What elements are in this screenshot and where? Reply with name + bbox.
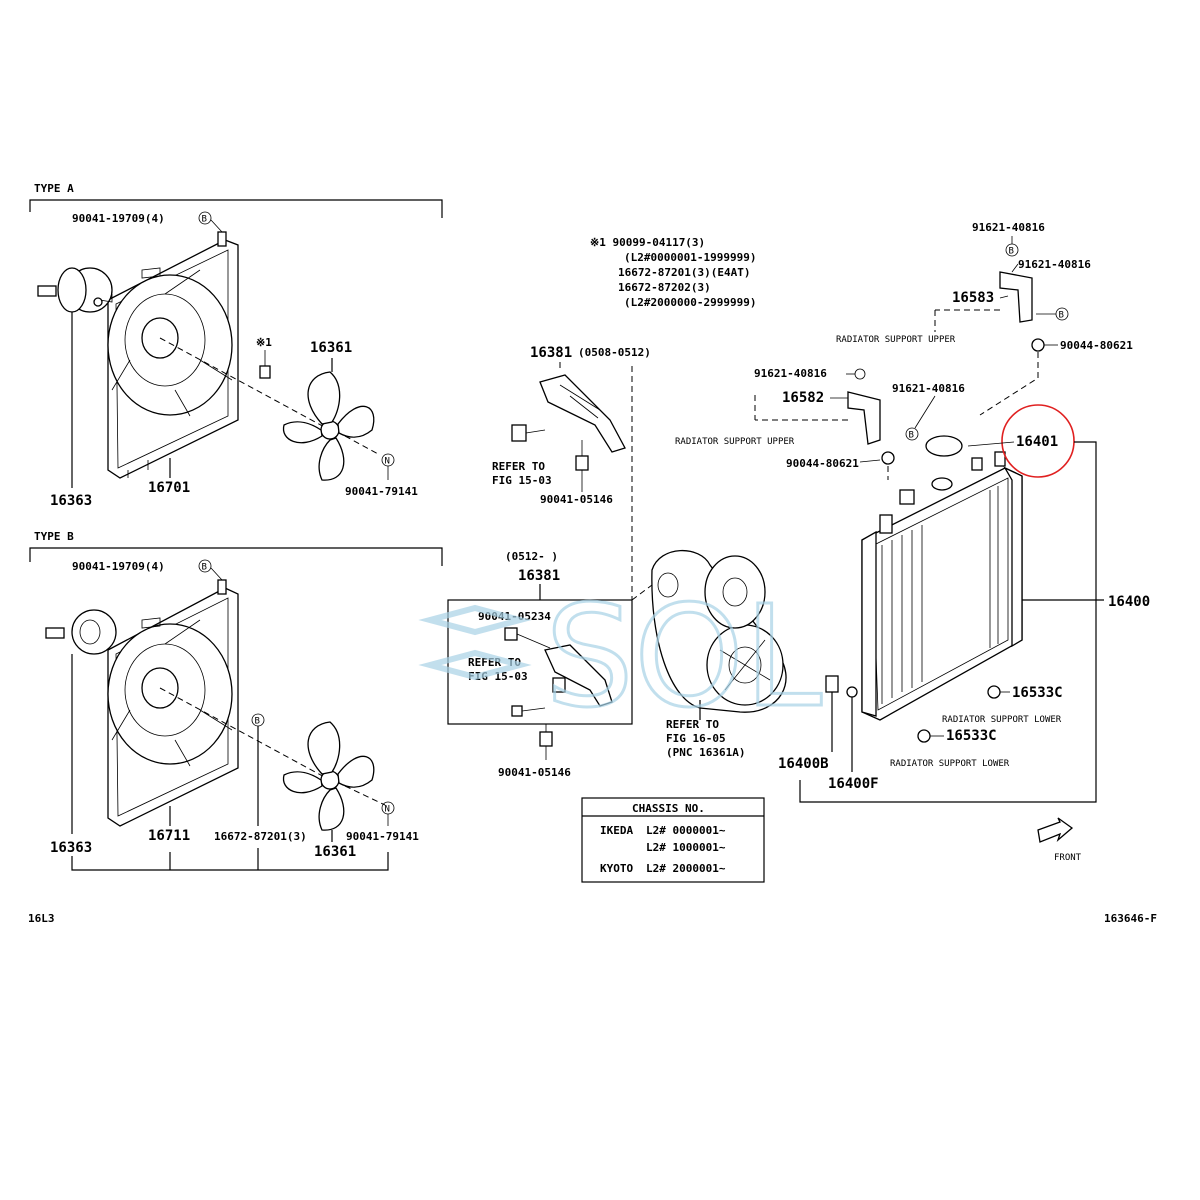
support-2-badge-b: B (909, 431, 914, 441)
fan-refer-line3: (PNC 16361A) (666, 746, 745, 759)
radiator-cushion-2-label: 16533C (946, 728, 997, 744)
type-a-fan-label: 16361 (310, 340, 352, 356)
radiator-cap-label: 16401 (1016, 434, 1058, 450)
upper-support-2: 91621-40816 16582 91621-40816 B RADIATOR… (675, 367, 965, 480)
type-a-fan-blade (282, 371, 375, 481)
radiator-nut-2-label: 90044-80621 (786, 457, 859, 470)
radiator-cushion-1-label: 16533C (1012, 685, 1063, 701)
type-a-badge-b: B (202, 215, 207, 225)
support-1-badge-b2: B (1059, 311, 1064, 321)
type-b-motor-label: 16363 (50, 840, 92, 856)
radiator-support-upper-2: RADIATOR SUPPORT UPPER (675, 437, 795, 447)
front-arrow: FRONT (1037, 817, 1082, 863)
note-1-line3: 16672-87201(3)(E4AT) (618, 266, 750, 279)
fan-refer-line1: REFER TO (666, 718, 719, 731)
radiator-drain-plug (846, 686, 858, 698)
type-a-heading: TYPE A (34, 182, 74, 195)
type-a-shroud-label: 16701 (148, 480, 190, 496)
radiator-support-lower-1: RADIATOR SUPPORT LOWER (942, 715, 1062, 725)
chassis-row-2-number: L2# 1000001~ (646, 841, 726, 854)
center-fan-shroud: REFER TO FIG 16-05 (PNC 16361A) (631, 549, 787, 759)
chassis-row-3-plant: KYOTO (600, 862, 633, 875)
type-a-nut-label: 90041-79141 (345, 485, 418, 498)
type-a-fan-motor (37, 267, 113, 313)
chassis-table: CHASSIS NO. IKEDA L2# 0000001~ L2# 10000… (581, 797, 765, 883)
type-b-badge-b: B (202, 563, 207, 573)
type-a-section: TYPE A 90041-19709(4) B 16363 (29, 182, 443, 509)
radiator-cap (925, 435, 963, 457)
radiator-bolt-mid1-label: 91621-40816 (754, 367, 827, 380)
bracket-2-label: 16381 (518, 568, 560, 584)
type-b-clip-badge: B (255, 717, 260, 727)
note-1-line2: (L2#0000001-1999999) (624, 251, 756, 264)
radiator-core (861, 451, 1023, 721)
radiator-drain-label: 16400B (778, 756, 829, 772)
type-b-badge-n: N (385, 805, 390, 815)
chassis-table-header: CHASSIS NO. (632, 802, 705, 815)
note-1-line1: ※1 90099-04117(3) (590, 236, 705, 249)
radiator-bolt-top2-label: 91621-40816 (1018, 258, 1091, 271)
radiator-label: 16400 (1108, 594, 1150, 610)
footer-left-code: 16L3 (28, 912, 55, 925)
footer-right-code: 163646-F (1104, 912, 1157, 925)
radiator-nut-1-label: 90044-80621 (1060, 339, 1133, 352)
bracket-1-bolt-label: 90041-05146 (540, 493, 613, 506)
radiator-drain-cock (825, 675, 839, 693)
chassis-row-1-plant: IKEDA (600, 824, 633, 837)
bracket-2-group: (0512- ) 16381 90041-05234 REFER TO FIG … (447, 550, 633, 779)
bracket-2-bolt-bottom-label: 90041-05146 (498, 766, 571, 779)
type-a-bolt-label: 90041-19709(4) (72, 212, 165, 225)
note-1-line4: 16672-87202(3) (618, 281, 711, 294)
type-b-heading: TYPE B (34, 530, 74, 543)
type-b-bolt-label: 90041-19709(4) (72, 560, 165, 573)
type-a-motor-label: 16363 (50, 493, 92, 509)
type-a-badge-n: N (385, 457, 390, 467)
type-b-shroud-label: 16711 (148, 828, 190, 844)
highlight-circle (1001, 404, 1075, 478)
cushion-1 (987, 685, 1001, 699)
front-label: FRONT (1054, 853, 1082, 863)
cushion-2 (917, 729, 931, 743)
radiator-support-2-label: 16582 (782, 390, 824, 406)
type-b-section: TYPE B 90041-19709(4) B 16363 (29, 530, 443, 871)
radiator-support-upper-1: RADIATOR SUPPORT UPPER (836, 335, 956, 345)
note-1-line5: (L2#2000000-2999999) (624, 296, 756, 309)
radiator-bolt-mid2-label: 91621-40816 (892, 382, 965, 395)
radiator-plug-label: 16400F (828, 776, 879, 792)
bracket-1-range: (0508-0512) (578, 346, 651, 359)
upper-support-1: 91621-40816 B 91621-40816 16583 B RADIAT… (836, 221, 1133, 416)
type-b-nut-label: 90041-79141 (346, 830, 419, 843)
bracket-1-group: 16381 (0508-0512) REFER TO FIG 15-03 900… (492, 345, 651, 600)
type-b-fan-label: 16361 (314, 844, 356, 860)
radiator-bolt-top1-label: 91621-40816 (972, 221, 1045, 234)
chassis-row-1-number: L2# 0000001~ (646, 824, 726, 837)
support-1-badge-b: B (1009, 247, 1014, 257)
bracket-1-label: 16381 (530, 345, 572, 361)
type-b-fan-shroud (107, 579, 239, 827)
bracket-1-refer-line1: REFER TO (492, 460, 545, 473)
bracket-1-refer-line2: FIG 15-03 (492, 474, 552, 487)
watermark-logo: SOL (418, 575, 824, 741)
radiator-support-lower-2: RADIATOR SUPPORT LOWER (890, 759, 1010, 769)
watermark-text: SOL (545, 576, 822, 739)
type-b-fan-blade (282, 721, 375, 831)
type-b-clip-label: 16672-87201(3) (214, 830, 307, 843)
bracket-2-range: (0512- ) (505, 550, 558, 563)
radiator-support-1-label: 16583 (952, 290, 994, 306)
type-a-note-mark: ※1 (256, 336, 272, 349)
type-b-fan-motor (45, 609, 117, 655)
chassis-row-3-number: L2# 2000001~ (646, 862, 726, 875)
type-a-fan-shroud (107, 231, 239, 479)
fan-refer-line2: FIG 16-05 (666, 732, 726, 745)
note-1-block: ※1 90099-04117(3) (L2#0000001-1999999) 1… (590, 236, 756, 309)
